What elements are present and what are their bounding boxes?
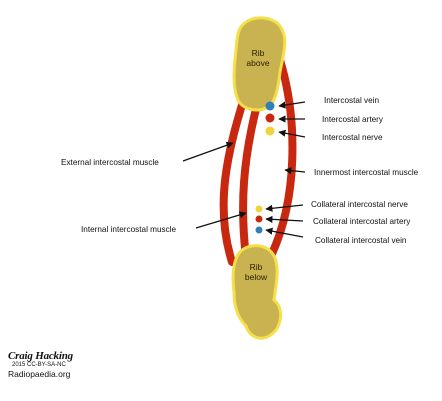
intercostal-nerve-label: Intercostal nerve xyxy=(322,133,383,142)
collateral-nerve-dot xyxy=(255,205,263,213)
intercostal-nerve-arrow xyxy=(278,129,306,138)
site-name: Radiopaedia.org xyxy=(8,369,71,379)
collateral-vein-arrow xyxy=(265,227,304,238)
internal-muscle-arrow xyxy=(195,211,247,229)
intercostal-vein-arrow xyxy=(278,101,306,109)
license-text: 2015 CC-BY-SA-NC xyxy=(12,362,66,368)
rib-below-label-line1: Rib xyxy=(250,262,263,272)
intercostal-artery-label: Intercostal artery xyxy=(322,115,384,124)
rib-below-outline xyxy=(231,244,282,340)
internal-intercostal-muscle-label: Internal intercostal muscle xyxy=(81,225,177,234)
collateral-vein-label: Collateral intercostal vein xyxy=(315,236,407,245)
attribution: Craig Hacking 2015 CC-BY-SA-NC Radiopaed… xyxy=(8,350,73,379)
external-intercostal-muscle xyxy=(219,91,249,266)
collateral-nerve-arrow xyxy=(265,204,304,212)
collateral-artery-label: Collateral intercostal artery xyxy=(313,217,411,226)
rib-below-label-line2: below xyxy=(245,272,268,282)
author-signature: Craig Hacking xyxy=(8,350,73,362)
intercostal-vein-label: Intercostal vein xyxy=(324,96,380,105)
collateral-nerve-label: Collateral intercostal nerve xyxy=(311,200,408,209)
rib-above xyxy=(234,17,285,110)
collateral-artery-dot xyxy=(255,215,263,223)
intercostal-nerve-dot xyxy=(265,126,275,136)
internal-intercostal-muscle xyxy=(239,101,261,262)
external-intercostal-muscle-label: External intercostal muscle xyxy=(61,158,159,167)
innermost-intercostal-muscle-label: Innermost intercostal muscle xyxy=(314,168,419,177)
rib-below xyxy=(233,245,281,339)
external-muscle-arrow xyxy=(182,141,234,162)
collateral-artery-arrow xyxy=(265,215,304,223)
innermost-intercostal-muscle xyxy=(266,56,297,262)
innermost-muscle-arrow xyxy=(284,167,306,175)
rib-above-label-line1: Rib xyxy=(252,48,265,58)
intercostal-vein-dot xyxy=(265,101,275,111)
rib-above-label-line2: above xyxy=(246,58,269,68)
collateral-vein-dot xyxy=(255,226,263,234)
intercostal-artery-dot xyxy=(265,113,275,123)
